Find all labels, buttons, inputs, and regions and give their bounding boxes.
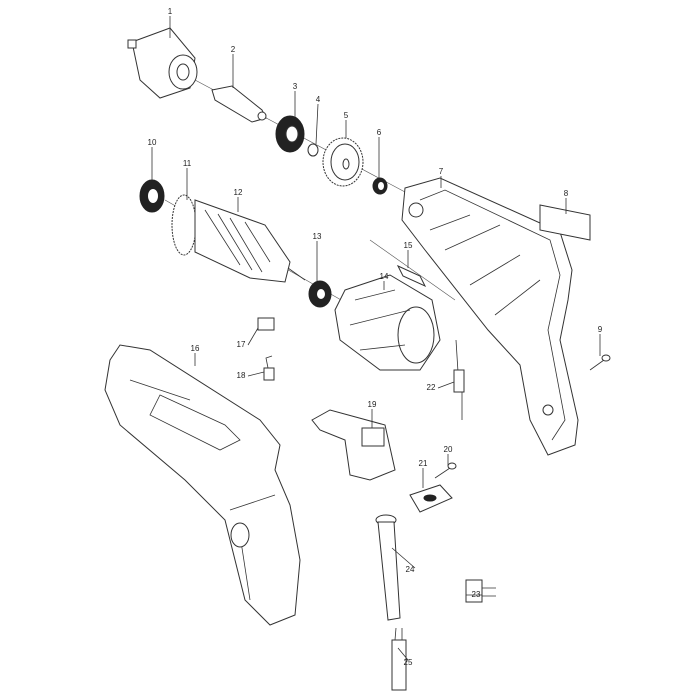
part-21-strain-relief[interactable]	[409, 484, 453, 513]
part-8-nameplate[interactable]	[539, 204, 591, 241]
callout-16: 16	[191, 344, 200, 353]
part-2-spindle[interactable]	[211, 85, 267, 123]
callout-1: 1	[168, 7, 173, 16]
part-17-brush-holder[interactable]	[257, 317, 275, 331]
callout-20: 20	[444, 445, 453, 454]
part-9-screw[interactable]	[589, 354, 611, 371]
part-19-switch[interactable]	[311, 409, 396, 481]
part-25-power-cord[interactable]	[391, 627, 407, 691]
part-4-retaining-ring[interactable]	[307, 143, 319, 157]
leader-lines	[151, 16, 601, 661]
part-7-housing[interactable]	[401, 177, 579, 456]
part-3-bearing[interactable]	[275, 115, 305, 153]
part-13-bearing[interactable]	[308, 280, 332, 308]
callout-14: 14	[380, 272, 389, 281]
part-6-bearing[interactable]	[372, 177, 388, 195]
part-16-housing-assembly[interactable]	[104, 344, 301, 626]
part-18-carbon-brush[interactable]	[263, 355, 275, 381]
callout-15: 15	[404, 241, 413, 250]
callout-19: 19	[368, 400, 377, 409]
callout-2: 2	[231, 45, 236, 54]
part-24-cord-guard[interactable]	[375, 514, 401, 621]
part-15-insulator[interactable]	[396, 264, 427, 288]
part-12-armature[interactable]	[171, 194, 306, 283]
callout-21: 21	[419, 459, 428, 468]
callout-23: 23	[472, 590, 481, 599]
part-5-gear[interactable]	[322, 137, 364, 187]
part-14-field-stator[interactable]	[334, 274, 441, 371]
callout-5: 5	[344, 111, 349, 120]
callout-12: 12	[234, 188, 243, 197]
callout-22: 22	[427, 383, 436, 392]
assembly-axis-line	[369, 239, 456, 301]
callout-18: 18	[237, 371, 246, 380]
part-10-bearing[interactable]	[139, 179, 165, 213]
callout-9: 9	[598, 325, 603, 334]
callout-10: 10	[148, 138, 157, 147]
callout-11: 11	[183, 159, 192, 168]
part-22-noise-suppressor[interactable]	[453, 339, 465, 420]
callout-6: 6	[377, 128, 382, 137]
callout-8: 8	[564, 189, 569, 198]
part-1-chuck[interactable]	[127, 27, 198, 99]
callout-17: 17	[237, 340, 246, 349]
callout-13: 13	[313, 232, 322, 241]
callout-labels: 1 2 3 4 5 6 7 8 9 10 11 12 13 14 15 16 1…	[148, 7, 603, 667]
callout-7: 7	[439, 167, 444, 176]
callout-3: 3	[293, 82, 298, 91]
part-20-screw[interactable]	[434, 462, 457, 479]
callout-4: 4	[316, 95, 321, 104]
callout-25: 25	[404, 658, 413, 667]
part-23-terminal[interactable]	[465, 579, 496, 603]
callout-24: 24	[406, 565, 415, 574]
